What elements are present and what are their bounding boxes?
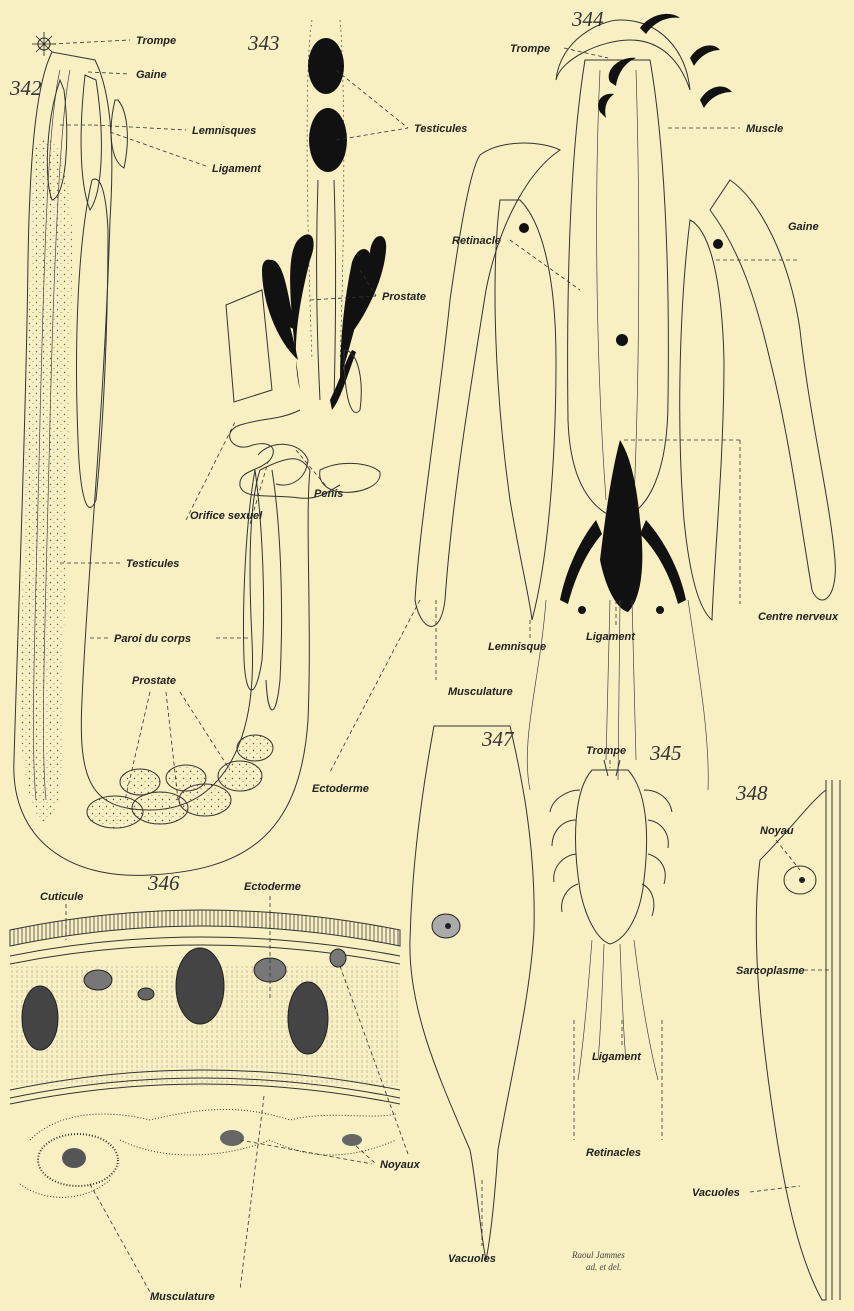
figure-342: 342 Trompe [9, 32, 310, 875]
figure-number-343: 343 [247, 31, 280, 55]
label-trompe-344: Trompe [510, 43, 550, 55]
label-sarcoplasme: Sarcoplasme [736, 965, 804, 977]
label-retinacles: Retinacles [586, 1147, 641, 1159]
figure-345: 345 Trompe Ligament Retinacles [550, 741, 682, 1159]
label-musculature-346: Musculature [150, 1291, 215, 1303]
figure-346: 346 Cuticule Ectoderme No [10, 871, 421, 1303]
hooks-345 [550, 760, 672, 916]
label-vacuoles-348: Vacuoles [692, 1187, 740, 1199]
label-testicules-342: Testicules [126, 558, 179, 570]
prostate-343 [262, 234, 386, 410]
label-ectoderme-342: Ectoderme [312, 783, 369, 795]
label-cuticule: Cuticule [40, 891, 83, 903]
label-lemnisque-344: Lemnisque [488, 641, 546, 653]
lemnisque-right-342 [81, 75, 101, 210]
artist-signature: Raoul Jammes ad. et del. [571, 1250, 625, 1272]
label-trompe-342: Trompe [136, 35, 176, 47]
label-prostate-342: Prostate [132, 675, 176, 687]
label-trompe-345: Trompe [586, 745, 626, 757]
label-ligament-342: Ligament [212, 163, 262, 175]
label-retinacle: Retinacle [452, 235, 501, 247]
label-musculature-344: Musculature [448, 686, 513, 698]
label-vacuoles-347: Vacuoles [448, 1253, 496, 1265]
label-ectoderme-346: Ectoderme [244, 881, 301, 893]
muscle-fibre-347 [410, 726, 534, 1260]
label-prostate-343: Prostate [382, 291, 426, 303]
label-ligament-345: Ligament [592, 1051, 642, 1063]
signature-line-1: Raoul Jammes [571, 1250, 625, 1260]
musculature-346 [20, 1109, 396, 1197]
body-wall-right-344 [710, 180, 835, 600]
body-wall-left-344 [415, 143, 560, 626]
label-gaine-344: Gaine [788, 221, 819, 233]
label-testicules-343: Testicules [414, 123, 467, 135]
proboscis-345 [576, 770, 647, 944]
hooks-344 [598, 14, 732, 118]
label-ligament-344: Ligament [586, 631, 636, 643]
figure-number-344: 344 [571, 7, 604, 31]
label-muscle: Muscle [746, 123, 783, 135]
testicule-upper-343 [308, 38, 344, 94]
label-noyau: Noyau [760, 825, 794, 837]
figure-number-346: 346 [147, 871, 180, 895]
figure-348: 348 Noyau Sarcoplasme Vacuoles [692, 780, 840, 1300]
signature-line-2: ad. et del. [586, 1262, 622, 1272]
label-gaine-342: Gaine [136, 69, 167, 81]
cuticule-346 [10, 910, 400, 946]
tissue-segment-343 [226, 290, 272, 402]
label-lemnisques-342: Lemnisques [192, 125, 256, 137]
label-noyaux: Noyaux [380, 1159, 421, 1171]
figure-number-345: 345 [649, 741, 682, 765]
figure-347: 347 Vacuoles [410, 726, 534, 1265]
testicule-342 [77, 179, 108, 507]
label-centre-nerveux: Centre nerveux [758, 611, 839, 623]
figure-number-342: 342 [9, 76, 42, 100]
label-penis: Penis [314, 488, 343, 500]
centre-nerveux-344 [600, 440, 642, 612]
testicule-lower-343 [309, 108, 347, 172]
prostate-glands-342 [87, 735, 273, 828]
lemnisque-344 [495, 200, 556, 620]
figure-number-347: 347 [481, 727, 515, 751]
figure-number-348: 348 [735, 781, 768, 805]
figure-344: 344 Trompe M [312, 7, 839, 795]
sarcoplasme-348 [756, 790, 826, 1300]
fibre-edge-348 [826, 780, 840, 1300]
figure-343: 343 Testicules Prostate Penis [226, 20, 467, 500]
label-paroi-du-corps: Paroi du corps [114, 633, 191, 645]
